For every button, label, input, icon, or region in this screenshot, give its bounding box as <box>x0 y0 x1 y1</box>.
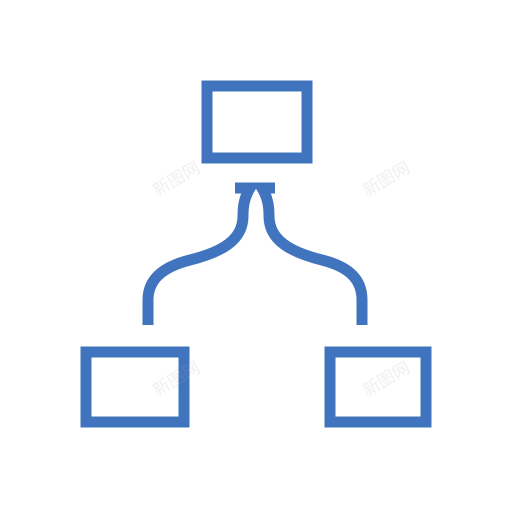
connector-left-branch <box>142 182 260 325</box>
connector-right-branch <box>252 182 368 325</box>
bottom-right-node-box <box>324 346 432 428</box>
bottom-left-node-box <box>80 346 190 428</box>
top-node-box <box>201 80 313 164</box>
